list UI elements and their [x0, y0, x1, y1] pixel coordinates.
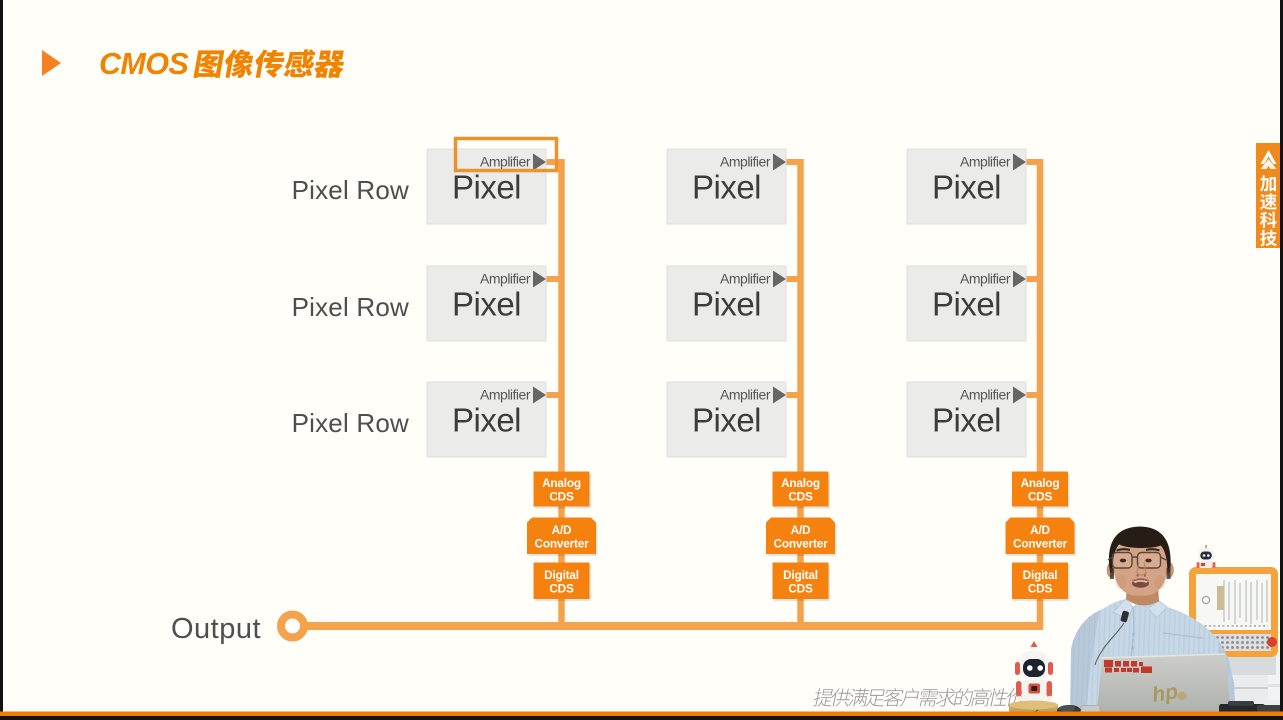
svg-text:Pixel: Pixel	[932, 401, 1001, 438]
svg-text:CMOS: CMOS	[99, 47, 189, 81]
svg-text:Pixel: Pixel	[692, 285, 761, 322]
svg-text:Analog: Analog	[781, 476, 820, 490]
svg-text:A/D: A/D	[552, 523, 572, 537]
svg-text:Amplifier: Amplifier	[720, 387, 771, 403]
svg-text:Pixel: Pixel	[932, 285, 1001, 322]
svg-text:Amplifier: Amplifier	[480, 387, 531, 403]
svg-text:Digital: Digital	[544, 568, 579, 582]
svg-text:Converter: Converter	[774, 536, 829, 550]
svg-text:Pixel Row: Pixel Row	[292, 292, 409, 322]
svg-text:CDS: CDS	[788, 490, 813, 504]
svg-text:Pixel: Pixel	[452, 401, 521, 438]
svg-text:CDS: CDS	[1028, 490, 1053, 504]
svg-text:A/D: A/D	[791, 523, 811, 537]
svg-text:Pixel Row: Pixel Row	[292, 175, 409, 205]
svg-text:Pixel Row: Pixel Row	[292, 408, 409, 438]
svg-text:CDS: CDS	[549, 490, 574, 504]
svg-text:Pixel: Pixel	[452, 285, 521, 322]
svg-text:Analog: Analog	[1021, 476, 1060, 490]
svg-text:Digital: Digital	[1023, 568, 1058, 582]
svg-text:Pixel: Pixel	[932, 168, 1001, 205]
svg-text:Pixel: Pixel	[692, 168, 761, 205]
svg-text:CDS: CDS	[788, 581, 813, 595]
svg-text:Amplifier: Amplifier	[960, 271, 1011, 287]
svg-text:Amplifier: Amplifier	[720, 271, 771, 287]
svg-text:Analog: Analog	[542, 476, 581, 490]
svg-text:A/D: A/D	[1030, 523, 1050, 537]
svg-text:Amplifier: Amplifier	[960, 387, 1011, 403]
svg-text:Digital: Digital	[783, 568, 818, 582]
svg-text:Amplifier: Amplifier	[960, 154, 1011, 170]
svg-text:Pixel: Pixel	[452, 168, 521, 205]
svg-text:Output: Output	[171, 613, 261, 645]
svg-text:Converter: Converter	[535, 536, 590, 550]
svg-text:hp: hp	[1151, 680, 1180, 707]
svg-text:Amplifier: Amplifier	[480, 154, 531, 170]
svg-text:Pixel: Pixel	[692, 401, 761, 438]
svg-text:Amplifier: Amplifier	[480, 271, 531, 287]
svg-text:Converter: Converter	[1013, 536, 1068, 550]
svg-text:CDS: CDS	[1028, 581, 1053, 595]
svg-text:Amplifier: Amplifier	[720, 154, 771, 170]
svg-text:CDS: CDS	[549, 581, 574, 595]
